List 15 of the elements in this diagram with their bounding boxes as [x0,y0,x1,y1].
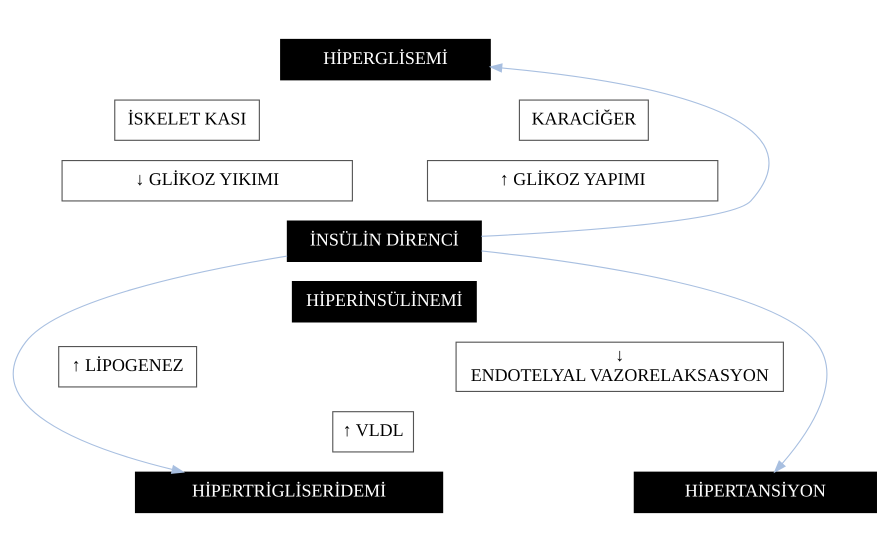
node-box: ↑ GLİKOZ YAPIMI [426,159,718,201]
node-box: ↓ GLİKOZ YIKIMI [62,159,353,201]
node-box: HİPERTANSİYON [634,471,877,513]
node-box: HİPERTRİGLİSERİDEMİ [134,471,444,513]
arrow [481,250,828,473]
arrow [12,255,288,474]
node-box: İSKELET KASI [114,98,260,140]
node-box: HİPERİNSÜLİNEMİ [292,280,477,322]
node-box: ↑ VLDL [332,410,414,452]
node-box: ↑ LİPOGENEZ [58,346,198,388]
arrow [481,62,770,236]
node-box: ↓ ENDOTELYAL VAZORELAKSASYON [456,341,784,392]
node-box: KARACİĞER [518,98,649,140]
node-box: HİPERGLİSEMİ [280,38,491,80]
node-box: İNSÜLİN DİRENCİ [286,220,482,262]
